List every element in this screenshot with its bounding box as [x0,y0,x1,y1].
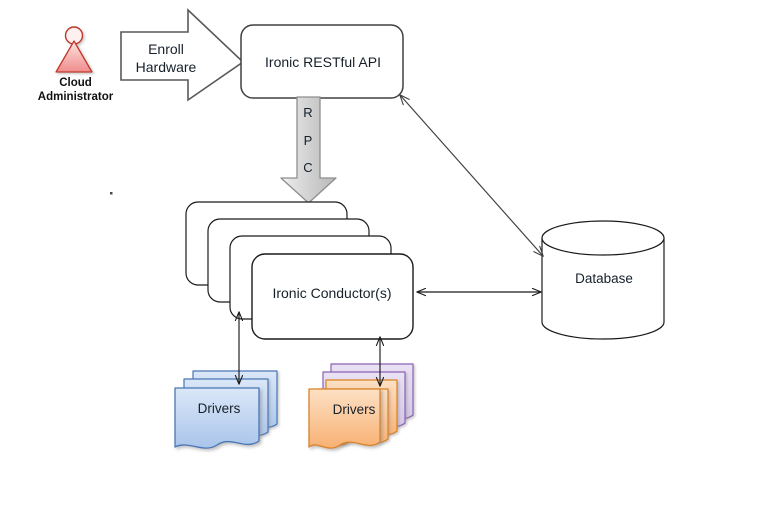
database-cylinder [541,220,665,340]
connector-api-to-database [400,95,543,256]
actor-body-icon [55,40,93,73]
drivers-blue-stack [174,370,278,449]
rpc-letter-p: P [303,133,313,148]
rpc-block-arrow [280,96,337,204]
database-body [541,237,665,340]
drivers-orange-doc-front [308,388,381,449]
database-top-ellipse [541,220,665,256]
enroll-hardware-block-arrow [120,8,245,102]
drivers-blue-doc-front [174,387,260,449]
drivers-orange-stack [308,363,414,449]
ironic-conductor-stack [185,201,414,340]
ironic-restful-api-box [240,24,404,99]
conductor-box-front [251,253,414,340]
cloud-administrator-actor [55,26,93,73]
rpc-letter-r: R [303,105,313,120]
stray-mark [110,192,113,195]
rpc-letter-c: C [303,160,313,175]
